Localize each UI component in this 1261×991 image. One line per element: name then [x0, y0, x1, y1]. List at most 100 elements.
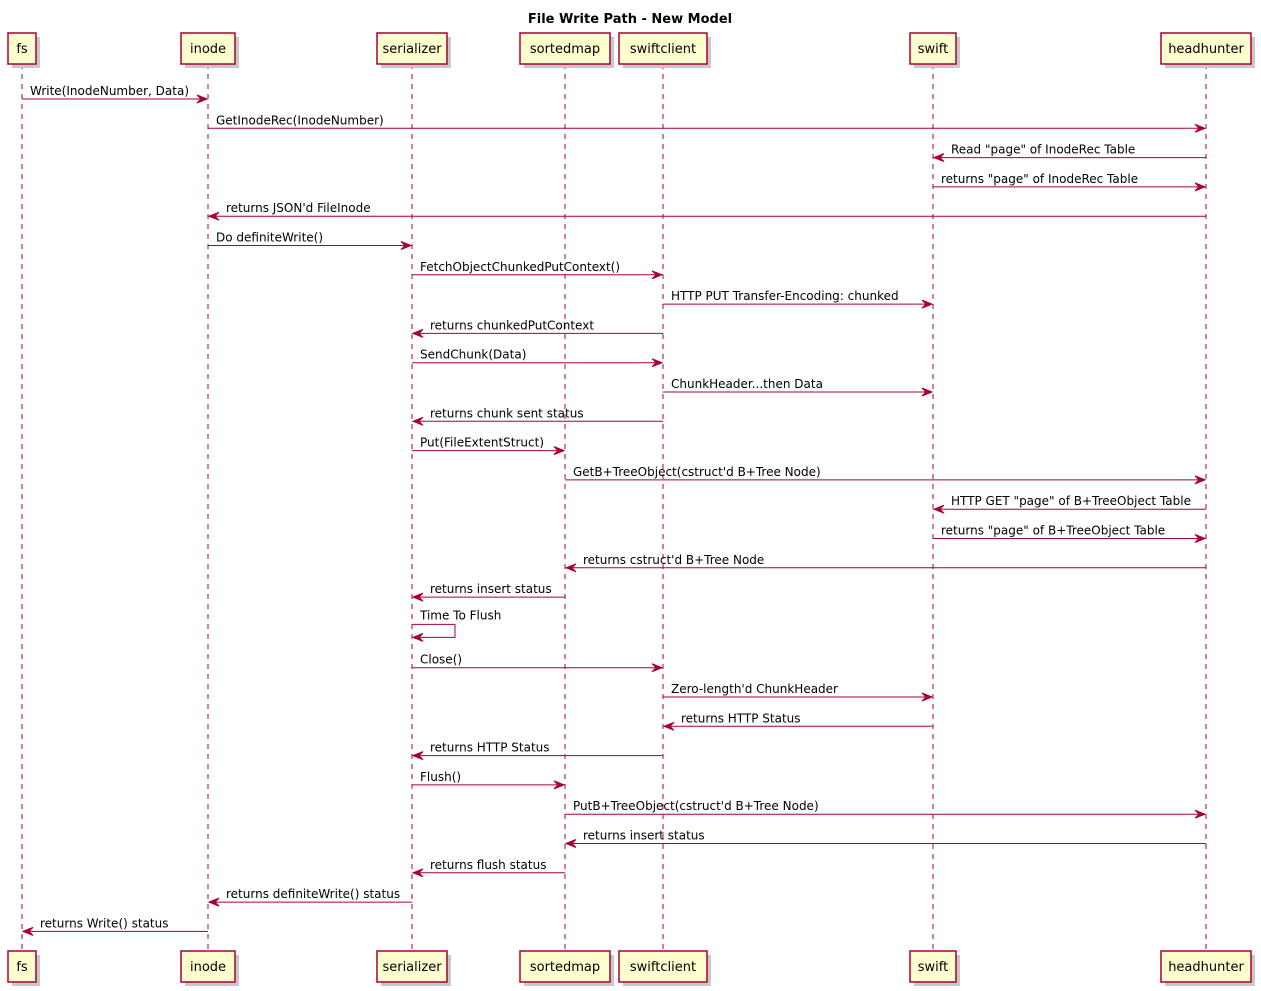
message-label: GetB+TreeObject(cstruct'd B+Tree Node) — [573, 465, 821, 479]
message-7: FetchObjectChunkedPutContext() — [412, 260, 664, 280]
message-22: returns HTTP Status — [662, 711, 933, 731]
participant-label: headhunter — [1168, 960, 1244, 975]
message-arrowhead — [921, 387, 934, 397]
message-3: Read "page" of InodeRec Table — [932, 143, 1206, 163]
participant-label: serializer — [382, 42, 442, 57]
message-9: returns chunkedPutContext — [411, 318, 663, 338]
participant-headhunter-bottom: headhunter — [1160, 950, 1255, 986]
message-arrowhead — [932, 504, 945, 514]
participant-label: swift — [918, 42, 948, 57]
message-label: Time To Flush — [419, 608, 501, 622]
message-29: returns Write() status — [21, 916, 208, 936]
message-label: returns HTTP Status — [681, 711, 801, 725]
message-label: ChunkHeader...then Data — [671, 377, 823, 391]
message-arrowhead — [553, 446, 566, 456]
participant-box — [1160, 950, 1252, 983]
participant-label: serializer — [382, 960, 442, 975]
participant-box — [519, 32, 611, 65]
participant-label: fs — [16, 42, 28, 57]
participants: fs fs inode inode serializer serializer sorted… — [7, 32, 1255, 986]
message-1: Write(InodeNumber, Data) — [22, 84, 209, 104]
message-16: returns "page" of B+TreeObject Table — [933, 524, 1207, 543]
message-arrowhead — [1194, 182, 1207, 192]
message-label: returns definiteWrite() status — [226, 887, 400, 901]
participant-swiftclient-bottom: swiftclient — [618, 950, 711, 986]
message-arrowhead — [1194, 475, 1207, 485]
message-arrowhead — [651, 270, 664, 280]
participant-box — [180, 32, 236, 65]
message-12: returns chunk sent status — [411, 406, 663, 426]
message-arrowhead — [662, 721, 675, 731]
message-arrowhead — [411, 328, 424, 338]
message-label: returns chunkedPutContext — [430, 318, 594, 332]
participant-label: inode — [190, 960, 226, 975]
message-label: returns insert status — [430, 582, 552, 596]
message-arrowhead — [553, 780, 566, 790]
message-23: returns HTTP Status — [411, 741, 663, 761]
message-line — [412, 623, 456, 638]
participant-label: headhunter — [1168, 42, 1244, 57]
message-label: returns insert status — [583, 829, 705, 843]
participant-fs-bottom: fs — [7, 950, 40, 986]
message-28: returns definiteWrite() status — [207, 887, 412, 907]
message-arrowhead — [411, 632, 424, 642]
participant-label: sortedmap — [530, 42, 600, 57]
message-arrowhead — [921, 299, 934, 309]
participant-box — [909, 32, 957, 65]
participant-swift-bottom: swift — [909, 950, 960, 986]
participant-headhunter-top: headhunter — [1160, 32, 1255, 68]
participant-inode-top: inode — [180, 32, 239, 68]
message-label: Do definiteWrite() — [216, 231, 323, 245]
message-label: Read "page" of InodeRec Table — [951, 143, 1135, 157]
message-8: HTTP PUT Transfer-Encoding: chunked — [663, 289, 934, 309]
message-26: returns insert status — [564, 829, 1206, 848]
message-arrowhead — [196, 94, 209, 104]
message-arrowhead — [651, 358, 664, 368]
message-label: returns "page" of InodeRec Table — [941, 172, 1138, 186]
participant-swiftclient-top: swiftclient — [618, 32, 711, 68]
message-arrowhead — [411, 416, 424, 426]
messages: Write(InodeNumber, Data) GetInodeRec(Inod… — [21, 84, 1207, 936]
participant-box — [618, 950, 708, 983]
message-label: Put(FileExtentStruct) — [420, 436, 544, 450]
participant-label: inode — [190, 42, 226, 57]
message-2: GetInodeRec(InodeNumber) — [208, 113, 1207, 133]
message-25: PutB+TreeObject(cstruct'd B+Tree Node) — [565, 799, 1207, 819]
message-label: HTTP GET "page" of B+TreeObject Table — [951, 494, 1191, 508]
message-label: returns cstruct'd B+Tree Node — [583, 553, 764, 567]
participant-box — [909, 950, 957, 983]
message-label: returns HTTP Status — [430, 741, 550, 755]
participant-label: swiftclient — [630, 42, 696, 57]
participant-serializer-bottom: serializer — [376, 950, 451, 986]
participant-box — [1160, 32, 1252, 65]
message-arrowhead — [564, 839, 577, 848]
message-21: Zero-length'd ChunkHeader — [663, 682, 934, 702]
message-label: SendChunk(Data) — [420, 348, 526, 362]
message-arrowhead — [21, 926, 34, 936]
message-6: Do definiteWrite() — [208, 231, 413, 250]
message-label: Zero-length'd ChunkHeader — [671, 682, 838, 696]
message-arrowhead — [400, 241, 413, 250]
message-15: HTTP GET "page" of B+TreeObject Table — [932, 494, 1206, 514]
message-label: Flush() — [420, 770, 461, 784]
participant-label: swiftclient — [630, 960, 696, 975]
participant-box — [180, 950, 236, 983]
participant-box — [618, 32, 708, 65]
message-label: PutB+TreeObject(cstruct'd B+Tree Node) — [573, 799, 819, 813]
message-arrowhead — [411, 751, 424, 761]
message-arrowhead — [411, 868, 424, 878]
message-label: returns JSON'd FileInode — [226, 201, 371, 215]
participant-box — [7, 32, 37, 65]
message-label: HTTP PUT Transfer-Encoding: chunked — [671, 289, 899, 303]
message-arrowhead — [411, 592, 424, 602]
participant-inode-bottom: inode — [180, 950, 239, 986]
participant-label: fs — [16, 960, 28, 975]
message-label: GetInodeRec(InodeNumber) — [216, 113, 384, 127]
participant-fs-top: fs — [7, 32, 40, 68]
message-arrowhead — [564, 563, 577, 573]
message-arrowhead — [921, 692, 934, 702]
message-4: returns "page" of InodeRec Table — [933, 172, 1207, 192]
participant-swift-top: swift — [909, 32, 960, 68]
message-label: returns "page" of B+TreeObject Table — [941, 524, 1165, 538]
participant-label: swift — [918, 960, 948, 975]
